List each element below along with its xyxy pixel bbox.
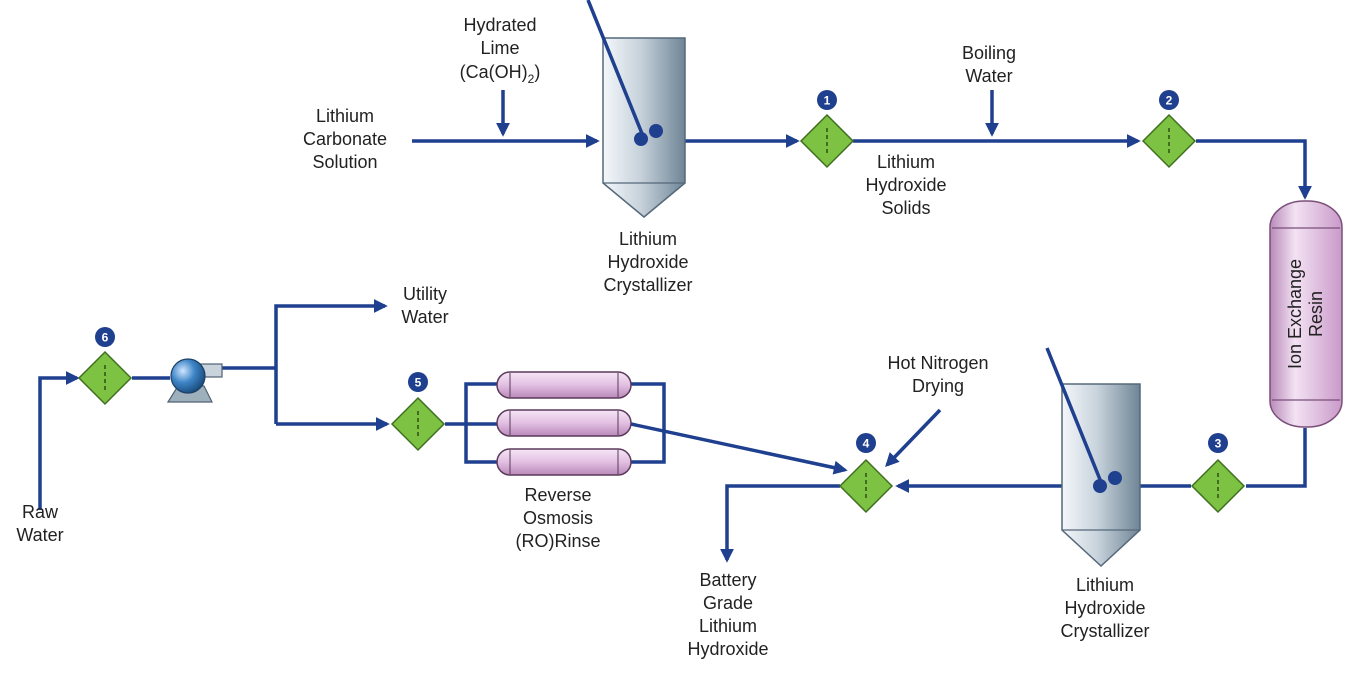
pipe-ro-to-filter-4 xyxy=(630,422,848,475)
svg-text:Drying: Drying xyxy=(912,376,964,396)
crystallizer-2-vessel xyxy=(1045,347,1141,568)
svg-text:Ion Exchange: Ion Exchange xyxy=(1285,259,1305,369)
label-utility-water: Utility Water xyxy=(401,284,448,327)
svg-text:Lime: Lime xyxy=(480,38,519,58)
label-lithium-hydroxide-solids: Lithium Hydroxide Solids xyxy=(865,152,946,218)
svg-text:Osmosis: Osmosis xyxy=(523,508,593,528)
label-boiling-water: Boiling Water xyxy=(962,43,1016,86)
ro-membrane-3 xyxy=(496,448,632,476)
pipe-hot-nitrogen-feed xyxy=(885,408,942,468)
filter-2: 2 xyxy=(1141,90,1197,169)
crystallizer-1-vessel xyxy=(586,0,686,218)
svg-text:(RO)Rinse: (RO)Rinse xyxy=(515,531,600,551)
filter-1: 1 xyxy=(799,90,855,169)
svg-text:Reverse: Reverse xyxy=(524,485,591,505)
svg-text:Grade: Grade xyxy=(703,593,753,613)
pipe-utility-water xyxy=(274,299,388,424)
svg-text:Crystallizer: Crystallizer xyxy=(603,275,692,295)
filter-6-badge xyxy=(95,327,115,347)
label-lithium-carbonate-solution: Lithium Carbonate Solution xyxy=(303,106,387,172)
pump-icon xyxy=(166,358,223,403)
filter-1-number: 1 xyxy=(824,94,831,108)
svg-text:Crystallizer: Crystallizer xyxy=(1060,621,1149,641)
pipe-product-out xyxy=(720,484,840,563)
filter-2-badge xyxy=(1159,90,1179,110)
svg-text:Lithium: Lithium xyxy=(877,152,935,172)
filter-6-number: 6 xyxy=(102,331,109,345)
label-raw-water: Raw Water xyxy=(16,502,63,545)
svg-text:Water: Water xyxy=(965,66,1012,86)
filter-6: 6 xyxy=(77,327,133,406)
filter-1-badge xyxy=(817,90,837,110)
svg-text:Lithium: Lithium xyxy=(619,229,677,249)
reverse-osmosis-membranes xyxy=(496,371,632,476)
svg-text:Water: Water xyxy=(16,525,63,545)
filter-3-number: 3 xyxy=(1215,437,1222,451)
svg-text:Lithium: Lithium xyxy=(699,616,757,636)
pipe-filter-2-to-resin xyxy=(1196,139,1312,200)
filter-4: 4 xyxy=(838,433,894,514)
svg-text:Resin: Resin xyxy=(1306,291,1326,337)
svg-text:Lithium: Lithium xyxy=(316,106,374,126)
filter-5-badge xyxy=(408,372,428,392)
svg-text:(Ca(OH)2): (Ca(OH)2) xyxy=(460,62,541,86)
svg-text:Solids: Solids xyxy=(881,198,930,218)
agitator-impeller-2 xyxy=(1093,479,1107,493)
svg-text:Hydroxide: Hydroxide xyxy=(1064,598,1145,618)
filter-4-badge xyxy=(856,433,876,453)
svg-text:Raw: Raw xyxy=(22,502,59,522)
agitator-impeller-1 xyxy=(634,132,648,146)
label-hot-nitrogen-drying: Hot Nitrogen Drying xyxy=(887,353,988,396)
svg-text:Hydroxide: Hydroxide xyxy=(865,175,946,195)
svg-text:Solution: Solution xyxy=(312,152,377,172)
label-crystallizer-1: Lithium Hydroxide Crystallizer xyxy=(603,229,692,295)
filter-5-number: 5 xyxy=(415,376,422,390)
filter-2-number: 2 xyxy=(1166,94,1173,108)
svg-text:Battery: Battery xyxy=(699,570,756,590)
svg-text:Hydroxide: Hydroxide xyxy=(607,252,688,272)
label-crystallizer-2: Lithium Hydroxide Crystallizer xyxy=(1060,575,1149,641)
svg-text:Lithium: Lithium xyxy=(1076,575,1134,595)
filter-4-number: 4 xyxy=(863,437,870,451)
label-ion-exchange-resin: Ion Exchange Resin xyxy=(1285,259,1326,369)
svg-text:Carbonate: Carbonate xyxy=(303,129,387,149)
label-hydrated-lime: Hydrated Lime (Ca(OH)2) xyxy=(460,15,541,86)
svg-text:Boiling: Boiling xyxy=(962,43,1016,63)
svg-text:Hydroxide: Hydroxide xyxy=(687,639,768,659)
filter-3-badge xyxy=(1208,433,1228,453)
ro-membrane-1 xyxy=(496,371,632,399)
pipe-raw-water-in xyxy=(38,371,80,510)
svg-text:Utility: Utility xyxy=(403,284,447,304)
svg-text:Water: Water xyxy=(401,307,448,327)
filter-3: 3 xyxy=(1190,433,1246,514)
ion-exchange-resin-column xyxy=(1269,200,1343,428)
label-reverse-osmosis: Reverse Osmosis (RO)Rinse xyxy=(515,485,600,551)
svg-text:Hydrated: Hydrated xyxy=(463,15,536,35)
pipe-ro-outlet-manifold xyxy=(631,382,666,464)
agitator-shaft-2 xyxy=(1045,347,1103,483)
agitator-shaft-1 xyxy=(586,0,645,137)
svg-text:Hot Nitrogen: Hot Nitrogen xyxy=(887,353,988,373)
label-battery-grade-lithium-hydroxide: Battery Grade Lithium Hydroxide xyxy=(687,570,768,659)
pipe-resin-to-filter-3 xyxy=(1246,428,1307,488)
filter-5: 5 xyxy=(390,372,446,452)
ro-membrane-2 xyxy=(496,409,632,437)
